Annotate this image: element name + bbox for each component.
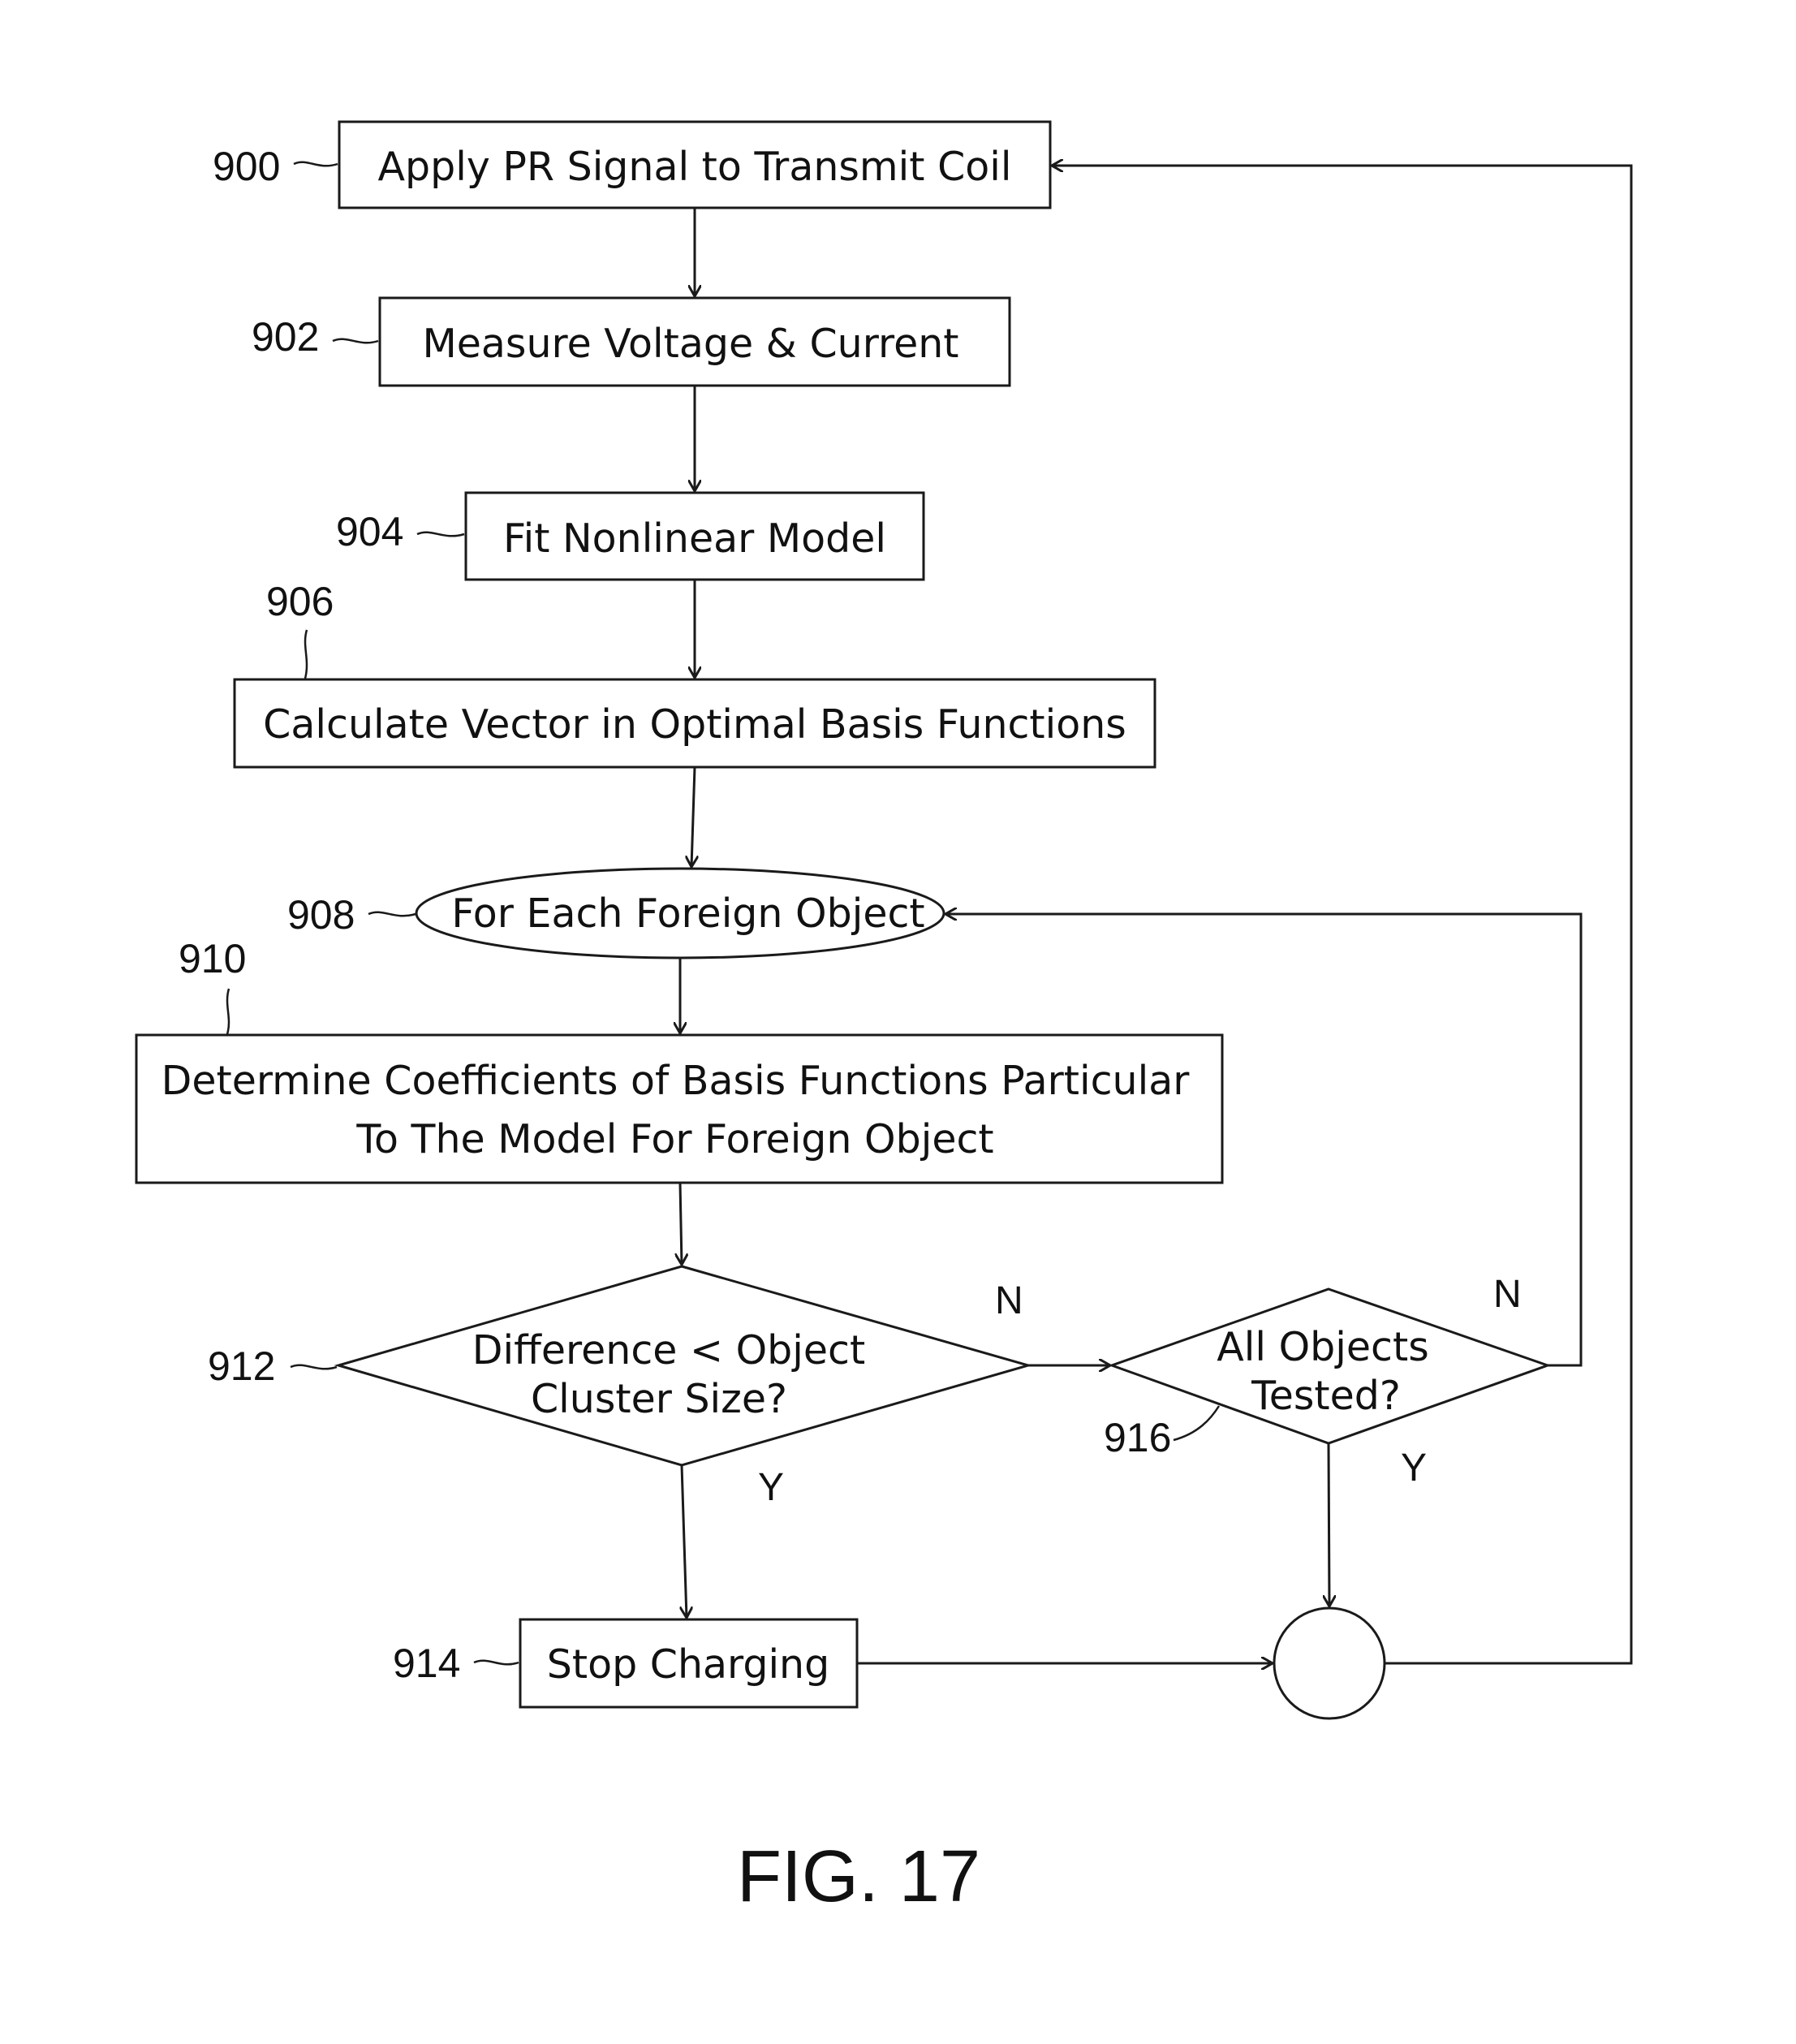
- ref-908-leader: [368, 912, 416, 916]
- ref-900-leader: [294, 162, 338, 166]
- step-914-label: Stop Charging: [547, 1641, 829, 1688]
- decision-916-line2: Tested?: [1251, 1373, 1401, 1419]
- ref-910-leader: [227, 989, 229, 1034]
- step-906-label: Calculate Vector in Optimal Basis Functi…: [263, 701, 1126, 748]
- ref-916: 916: [1104, 1415, 1171, 1460]
- ref-914: 914: [393, 1641, 460, 1686]
- arrow-910-to-912: [680, 1183, 682, 1265]
- ref-902: 902: [252, 314, 319, 360]
- branch-912-no: N: [995, 1279, 1023, 1322]
- ref-900: 900: [213, 144, 280, 189]
- step-908-label: For Each Foreign Object: [451, 890, 924, 937]
- ref-906-leader: [305, 630, 307, 679]
- decision-916-line1: All Objects: [1217, 1324, 1428, 1370]
- arrow-906-to-908: [691, 767, 695, 867]
- step-910-line1: Determine Coefficients of Basis Function…: [162, 1058, 1191, 1104]
- branch-916-yes: Y: [1401, 1447, 1427, 1490]
- end-connector-circle: [1274, 1608, 1385, 1718]
- ref-914-leader: [474, 1661, 519, 1665]
- step-900-label: Apply PR Signal to Transmit Coil: [378, 144, 1012, 190]
- ref-908: 908: [287, 892, 355, 938]
- decision-912-line1: Difference < Object: [472, 1327, 865, 1373]
- branch-912-yes: Y: [758, 1466, 784, 1509]
- ref-916-leader: [1174, 1406, 1219, 1440]
- ref-912-leader: [291, 1365, 337, 1369]
- step-910-line2: To The Model For Foreign Object: [355, 1116, 993, 1162]
- ref-902-leader: [333, 339, 378, 343]
- figure-label: FIG. 17: [737, 1836, 980, 1917]
- decision-912-line2: Cluster Size?: [531, 1376, 787, 1422]
- ref-910: 910: [179, 936, 246, 981]
- ref-904-leader: [417, 533, 464, 537]
- branch-916-no: N: [1493, 1273, 1522, 1316]
- ref-906: 906: [266, 579, 334, 624]
- ref-904: 904: [336, 509, 403, 554]
- step-902-label: Measure Voltage & Current: [422, 321, 958, 367]
- ref-912: 912: [208, 1343, 275, 1389]
- arrow-912-yes-to-914: [682, 1465, 687, 1618]
- step-904-label: Fit Nonlinear Model: [503, 515, 886, 562]
